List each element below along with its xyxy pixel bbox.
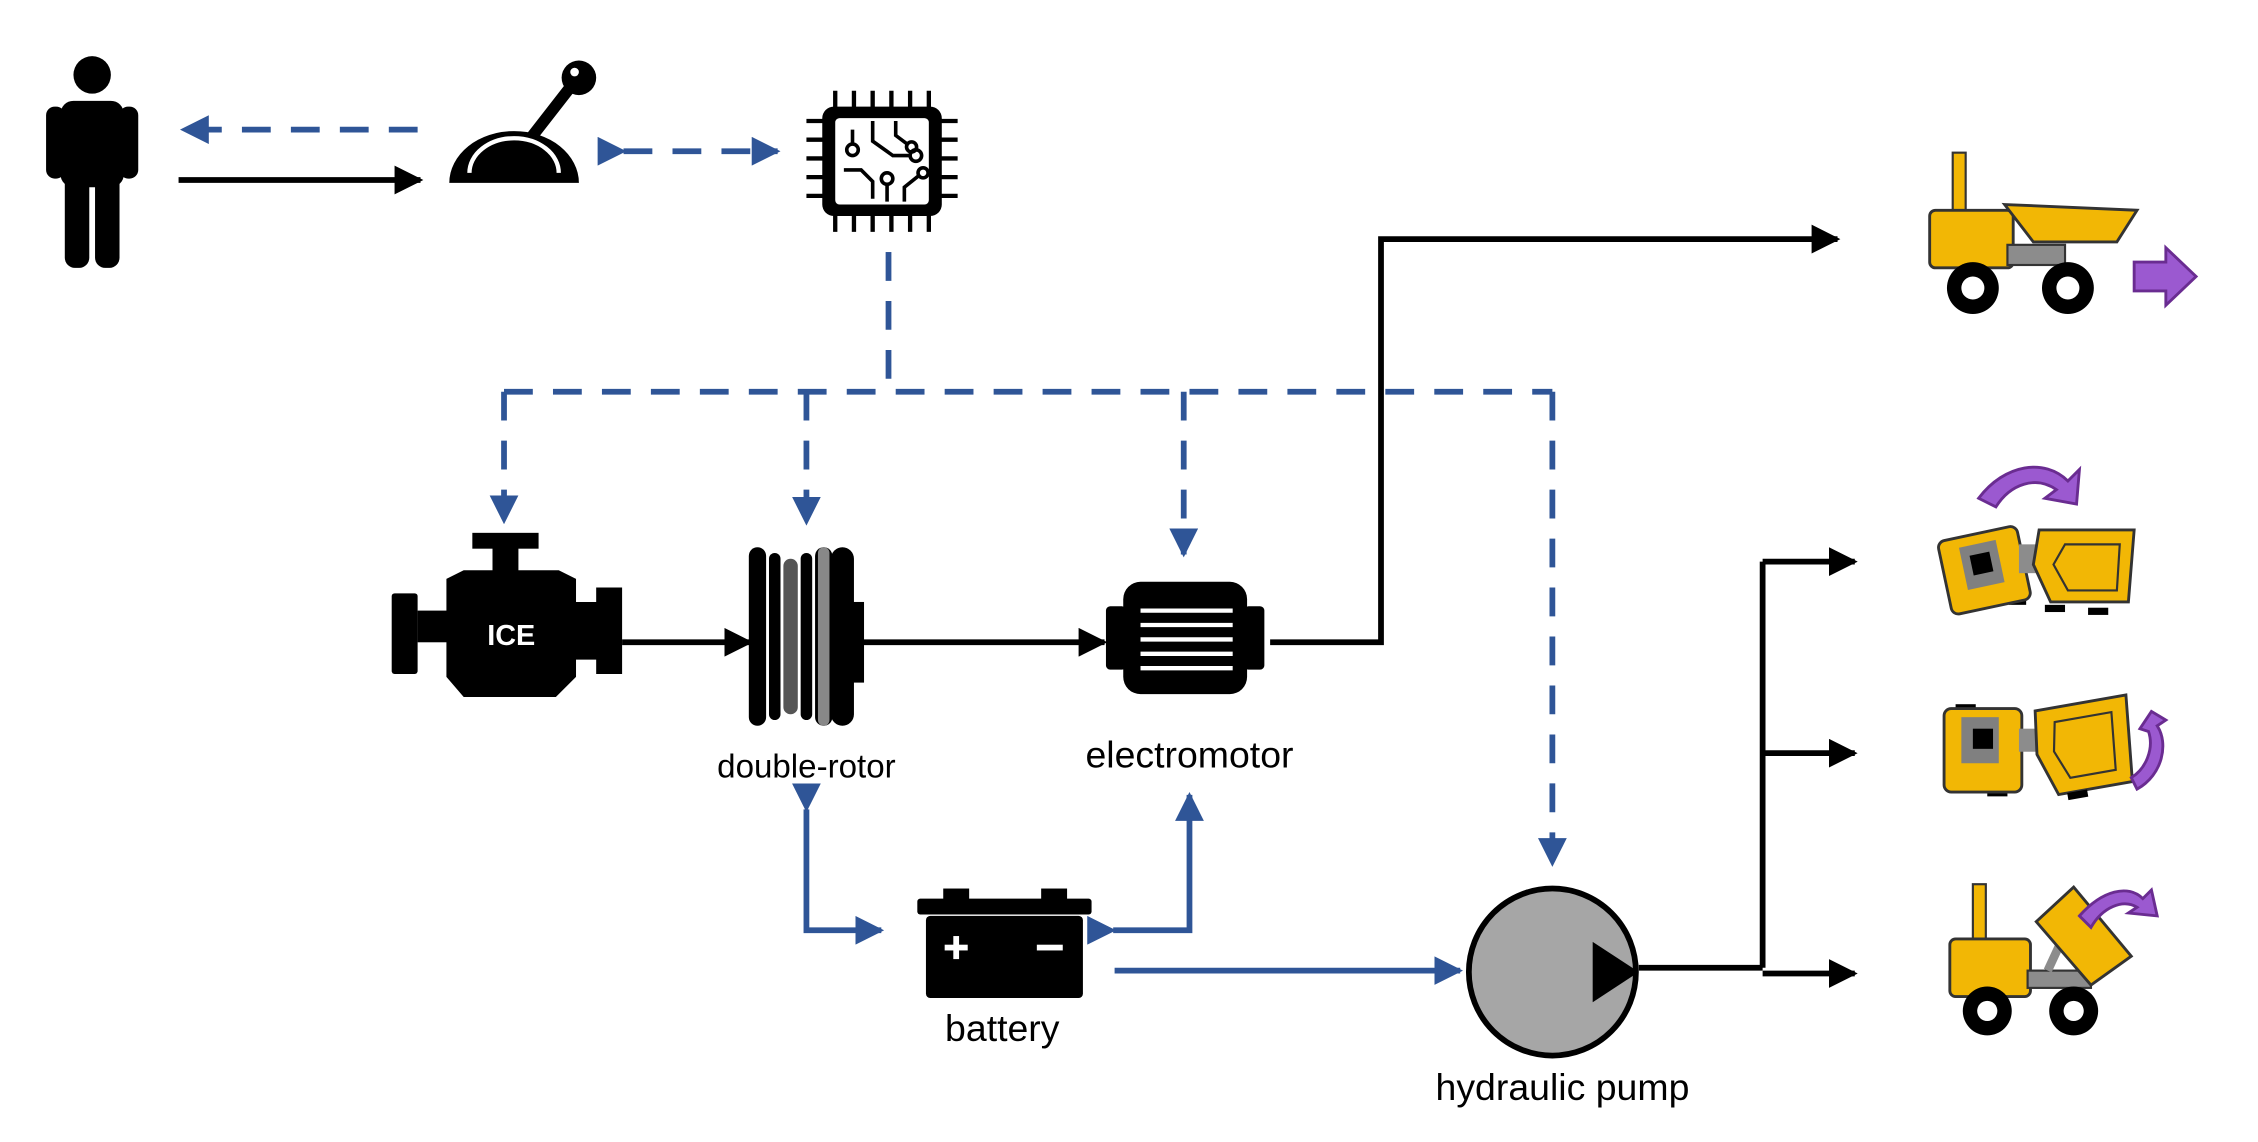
electromotor-icon [1105, 581, 1265, 695]
steer-right-motion-arrow [2129, 709, 2169, 792]
drive-motion-arrow [2132, 244, 2199, 309]
lever-icon [449, 60, 597, 183]
person-icon [46, 56, 139, 268]
battery-icon [917, 888, 1092, 998]
tip-motion-arrow [2077, 887, 2160, 930]
battery-label: battery [945, 1007, 1060, 1049]
double-rotor-icon [748, 547, 865, 726]
dumper-steer-left-icon [1937, 525, 2136, 616]
controller-chip-icon [806, 90, 958, 232]
dumper-steer-right-icon [1942, 693, 2134, 801]
steer-left-motion-arrow [1976, 465, 2082, 509]
battery-electromotor-link [1087, 792, 1204, 945]
electric-lines [792, 783, 1464, 986]
engine-icon: ICE [391, 532, 623, 698]
electromotor-label: electromotor [1085, 734, 1293, 776]
hydraulic-pump-icon [1465, 885, 1639, 1059]
hydraulic-pump-label: hydraulic pump [1436, 1066, 1690, 1108]
dumper-tip-icon [1948, 883, 2134, 1036]
dumper-drive-icon [1928, 151, 2140, 314]
electromotor-to-drive-arrow [1270, 224, 1841, 646]
power-lines [178, 165, 1858, 988]
ice-label: ICE [487, 620, 535, 652]
rotor-battery-link [792, 783, 885, 945]
signal-lines [180, 115, 1567, 867]
double-rotor-label: double-rotor [717, 749, 896, 786]
